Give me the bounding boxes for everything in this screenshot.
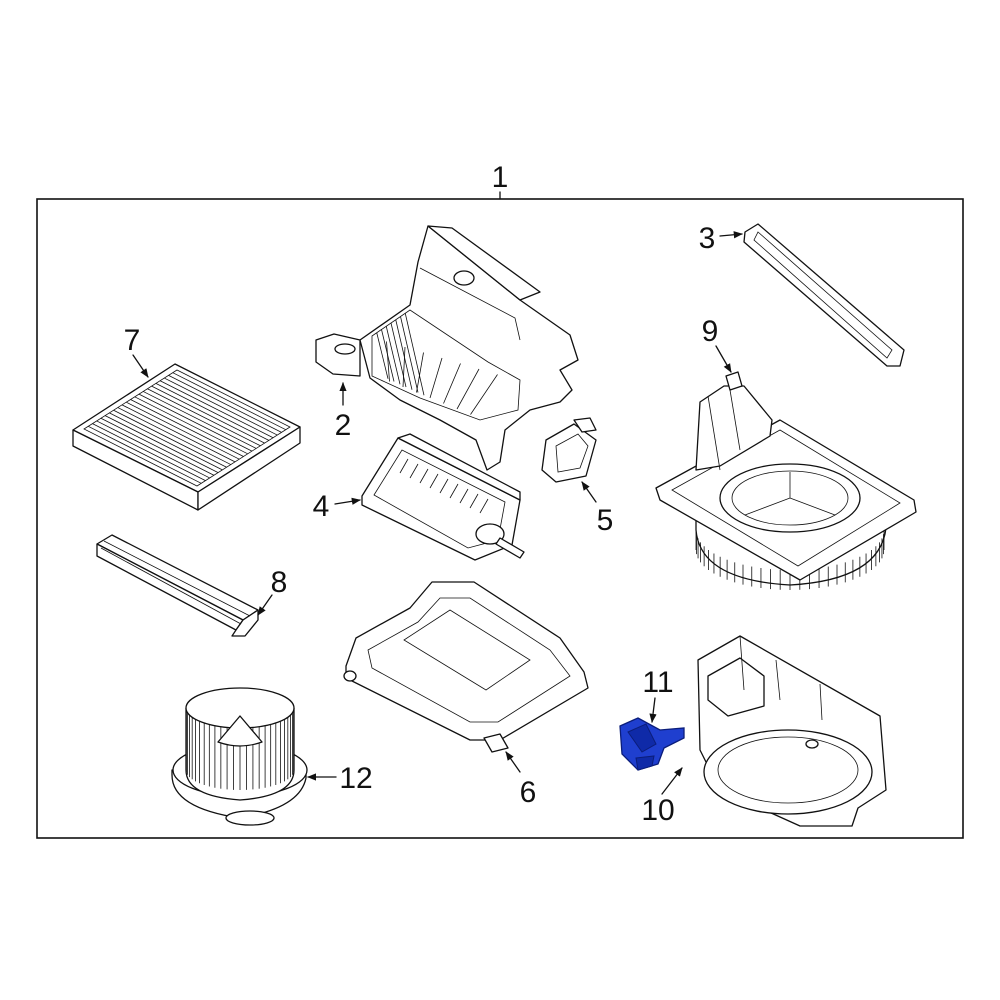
hatch-line bbox=[100, 417, 215, 476]
hatch-line bbox=[385, 326, 401, 385]
hatch-line bbox=[404, 313, 425, 396]
label-1: 1 bbox=[492, 161, 509, 194]
hatch-line bbox=[399, 458, 409, 474]
label-6: 6 bbox=[520, 776, 537, 809]
part-4-door-assembly[interactable] bbox=[361, 433, 525, 561]
part-2-upper-case[interactable] bbox=[315, 225, 579, 471]
leader-9 bbox=[715, 345, 732, 373]
hatch-line bbox=[155, 383, 270, 441]
hatch-line bbox=[130, 399, 244, 457]
label-4: 4 bbox=[313, 490, 330, 523]
part-10-lower-housing[interactable] bbox=[697, 635, 887, 827]
hatch-line bbox=[88, 425, 202, 484]
hatch-line bbox=[147, 388, 261, 447]
label-2: 2 bbox=[335, 409, 352, 442]
hatch-line bbox=[416, 352, 424, 393]
leader-10 bbox=[661, 767, 683, 795]
leader-6 bbox=[505, 751, 521, 773]
leader-12 bbox=[649, 697, 657, 723]
hatch-line bbox=[126, 401, 240, 460]
hatch-line bbox=[459, 488, 469, 504]
hatch-line bbox=[109, 412, 223, 471]
part-5-resistor[interactable] bbox=[541, 417, 597, 483]
hatch-line bbox=[400, 316, 419, 393]
hatch-line bbox=[479, 498, 489, 514]
hatch-line bbox=[143, 391, 257, 449]
hatch-line bbox=[470, 374, 498, 415]
part-9-blower-housing[interactable] bbox=[655, 371, 917, 590]
hatch-line bbox=[386, 341, 390, 382]
hatch-line bbox=[151, 385, 265, 444]
label-3: 3 bbox=[699, 222, 716, 255]
label-11: 12 bbox=[339, 762, 372, 795]
label-12: 11 bbox=[642, 666, 673, 699]
part-6-lower-case[interactable] bbox=[343, 581, 589, 753]
hatch-line bbox=[168, 375, 282, 433]
part-7-cabin-filter[interactable] bbox=[72, 363, 301, 511]
label-10: 10 bbox=[641, 794, 674, 827]
label-5: 5 bbox=[597, 504, 614, 537]
hatch-line bbox=[113, 409, 227, 468]
part-3-seal[interactable] bbox=[743, 223, 905, 367]
part-8-filter-cover[interactable] bbox=[96, 534, 259, 637]
label-7: 7 bbox=[124, 324, 141, 357]
leader-4 bbox=[334, 497, 361, 505]
leader-8 bbox=[257, 594, 273, 616]
hatch-line bbox=[92, 423, 206, 481]
hatch-line bbox=[376, 332, 389, 379]
hatch-line bbox=[456, 368, 480, 410]
leader-5 bbox=[581, 481, 597, 503]
hatch-line bbox=[429, 357, 443, 399]
hatch-line bbox=[429, 473, 439, 489]
hatch-line bbox=[449, 483, 459, 499]
hatch-line bbox=[96, 420, 210, 479]
label-9: 9 bbox=[702, 315, 719, 348]
hatch-line bbox=[402, 346, 406, 388]
leader-3 bbox=[719, 231, 743, 239]
part-12-actuator[interactable] bbox=[619, 717, 685, 771]
hatch-line bbox=[395, 319, 413, 390]
hatch-line bbox=[390, 322, 407, 388]
hatch-line bbox=[104, 415, 219, 473]
label-8: 8 bbox=[271, 566, 288, 599]
hatch-line bbox=[469, 493, 479, 509]
hatch-line bbox=[159, 380, 274, 439]
hatch-line bbox=[138, 393, 253, 452]
leader-7 bbox=[132, 354, 149, 378]
hatch-line bbox=[117, 407, 231, 465]
hatch-line bbox=[134, 396, 248, 455]
hatch-line bbox=[419, 468, 429, 484]
hatch-line bbox=[439, 478, 449, 494]
hatch-line bbox=[172, 372, 286, 431]
hatch-line bbox=[409, 463, 419, 479]
hatch-line bbox=[121, 404, 236, 463]
part-11-blower-motor[interactable] bbox=[171, 687, 308, 826]
hatch-line bbox=[381, 329, 395, 382]
hatch-line bbox=[164, 377, 278, 436]
hatch-line bbox=[443, 363, 461, 404]
